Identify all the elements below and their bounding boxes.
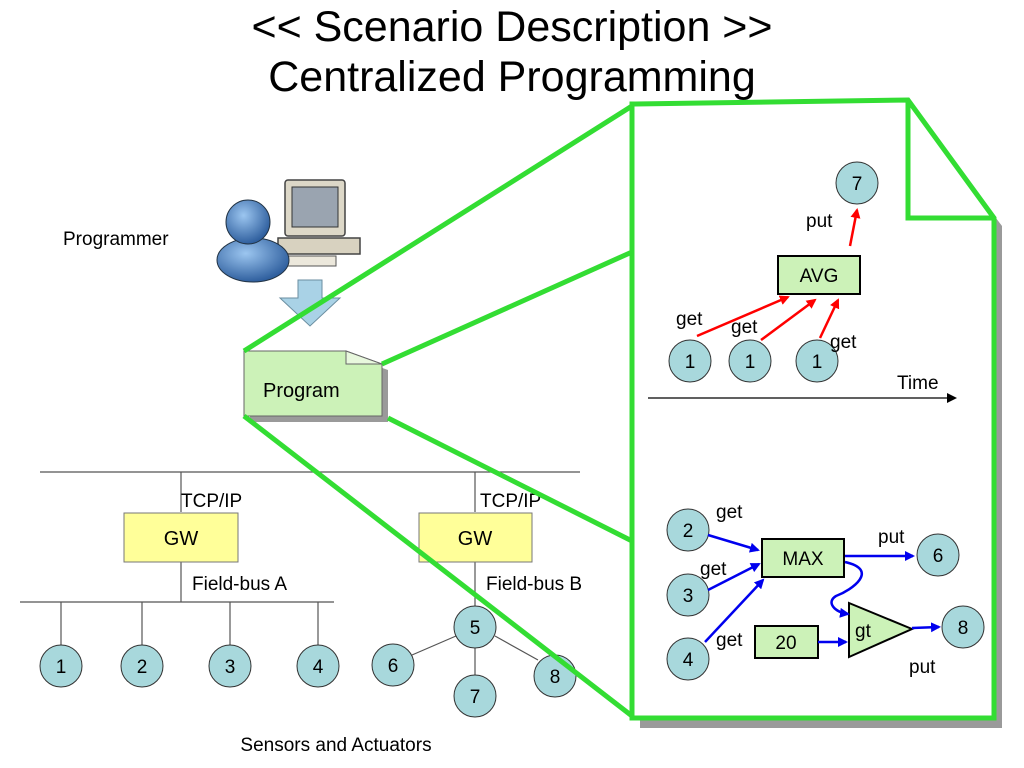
get-label-bottom-2: get [716, 502, 743, 523]
output-node-8: 8 [941, 605, 985, 649]
output-node-6: 6 [916, 533, 960, 577]
sensors-caption: Sensors and Actuators [240, 735, 431, 756]
max-box: MAX [761, 538, 845, 578]
time-axis-label: Time [897, 373, 939, 394]
node-b-6: 6 [371, 643, 415, 687]
get-arrow-bottom-2 [707, 533, 760, 553]
put-arrow-8 [911, 622, 941, 633]
constant-label: 20 [775, 633, 796, 654]
gateway-b-label: GW [458, 528, 493, 550]
node-b-5-label: 5 [470, 618, 481, 639]
down-arrow-icon [278, 279, 342, 327]
gt-label: gt [855, 621, 872, 642]
max-to-gt-arrow [830, 560, 863, 618]
max-label: MAX [782, 549, 824, 570]
node-b-7-label: 7 [470, 687, 481, 708]
detail-bottom: 2 3 4 MAX 20 gt 6 8 [666, 502, 985, 681]
output-6-label: 6 [933, 546, 944, 567]
node-a-1: 1 [39, 644, 83, 688]
get-arrow-top-2 [760, 298, 817, 342]
input-node-1c: 1 [795, 339, 839, 383]
gateway-b-protocol: TCP/IP [480, 491, 541, 512]
put-arrow [848, 208, 861, 247]
avg-label: AVG [800, 266, 839, 287]
node-b-8: 8 [533, 654, 577, 698]
get-label-top-3: get [830, 332, 857, 353]
get-arrow-bottom-4 [704, 578, 765, 643]
gateway-a: GW [123, 512, 239, 563]
get-label-top-2: get [731, 317, 758, 338]
field-bus-a-label: Field-bus A [192, 574, 287, 595]
title-line-2: Centralized Programming [268, 53, 756, 101]
node-a-1-label: 1 [56, 657, 67, 678]
gateway-a-label: GW [164, 528, 199, 550]
input-node-3: 3 [666, 573, 710, 617]
input-node-1a: 1 [668, 339, 712, 383]
output-node-7: 7 [835, 161, 879, 205]
slide-title: << Scenario Description >> Centralized P… [0, 2, 1024, 102]
title-line-1: << Scenario Description >> [251, 3, 773, 51]
detail-top: Time AVG 7 put 1 1 1 get get get [648, 161, 957, 403]
person-icon [216, 199, 290, 283]
node-b-6-label: 6 [388, 656, 399, 677]
gateway-b: GW [418, 512, 533, 563]
get-label-bottom-3: get [700, 559, 727, 580]
program-label: Program [263, 380, 340, 402]
node-a-3: 3 [208, 644, 252, 688]
node-a-3-label: 3 [225, 657, 236, 678]
input-1a-label: 1 [685, 352, 696, 373]
field-bus-b-label: Field-bus B [486, 574, 582, 595]
get-arrow-bottom-3 [707, 562, 761, 592]
constant-box: 20 [754, 625, 819, 659]
node-a-4: 4 [296, 644, 340, 688]
get-arrow-top-1 [696, 295, 790, 338]
output-8-label: 8 [958, 618, 969, 639]
zoom-lines [242, 103, 634, 718]
output-7-label: 7 [852, 174, 863, 195]
input-node-4: 4 [666, 637, 710, 681]
avg-box: AVG [777, 255, 861, 295]
input-2-label: 2 [683, 521, 694, 542]
put-label-top: put [806, 211, 833, 232]
node-a-2-label: 2 [137, 657, 148, 678]
input-3-label: 3 [683, 586, 694, 607]
put-label-bottom-6: put [878, 527, 905, 548]
get-label-top-1: get [676, 309, 703, 330]
node-b-7: 7 [453, 674, 497, 718]
node-a-4-label: 4 [313, 657, 324, 678]
gateway-a-protocol: TCP/IP [181, 491, 242, 512]
program-document[interactable]: Program [243, 350, 388, 422]
put-label-bottom-8: put [909, 657, 936, 678]
get-arrow-top-3 [818, 298, 840, 339]
input-node-1b: 1 [728, 339, 772, 383]
input-4-label: 4 [683, 650, 694, 671]
programmer-label: Programmer [63, 229, 169, 250]
node-b-5: 5 [453, 605, 497, 649]
node-a-2: 2 [120, 644, 164, 688]
node-b-8-label: 8 [550, 667, 561, 688]
input-1c-label: 1 [812, 352, 823, 373]
input-node-2: 2 [666, 508, 710, 552]
input-1b-label: 1 [745, 352, 756, 373]
computer-icon [265, 179, 361, 267]
detail-document [629, 97, 1002, 728]
get-label-bottom-4: get [716, 630, 743, 651]
gt-comparator: gt [848, 601, 915, 659]
